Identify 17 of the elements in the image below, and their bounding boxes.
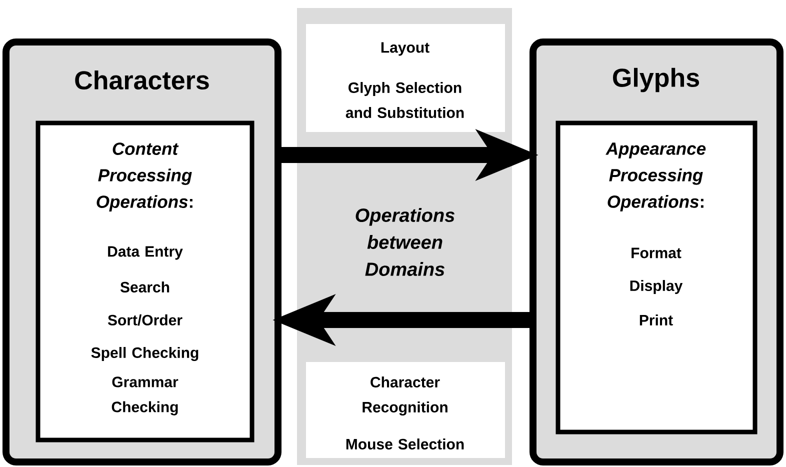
list-item: Spell Checking [91, 346, 198, 362]
list-item: Glyph Selection and Substitution [346, 82, 464, 118]
list-item: Format [632, 248, 682, 258]
list-item: Display [630, 280, 683, 294]
list-item: Character Recognition [362, 376, 448, 416]
list-item: Sort/Order [108, 314, 182, 326]
list-item: Grammar Checking [112, 376, 178, 416]
list-item: Layout [381, 42, 430, 56]
section-heading: Content Processing Operations: [96, 142, 192, 212]
panel-title: Glyphs [613, 68, 700, 92]
list-item: Search [120, 282, 170, 292]
list-item: Print [640, 314, 673, 326]
band-label: Operations between Domains [356, 208, 454, 276]
list-item: Mouse Selection [346, 438, 464, 450]
list-item: Data Entry [108, 246, 183, 260]
section-heading: Appearance Processing Operations: [606, 142, 706, 212]
panel-title: Characters [75, 70, 209, 90]
